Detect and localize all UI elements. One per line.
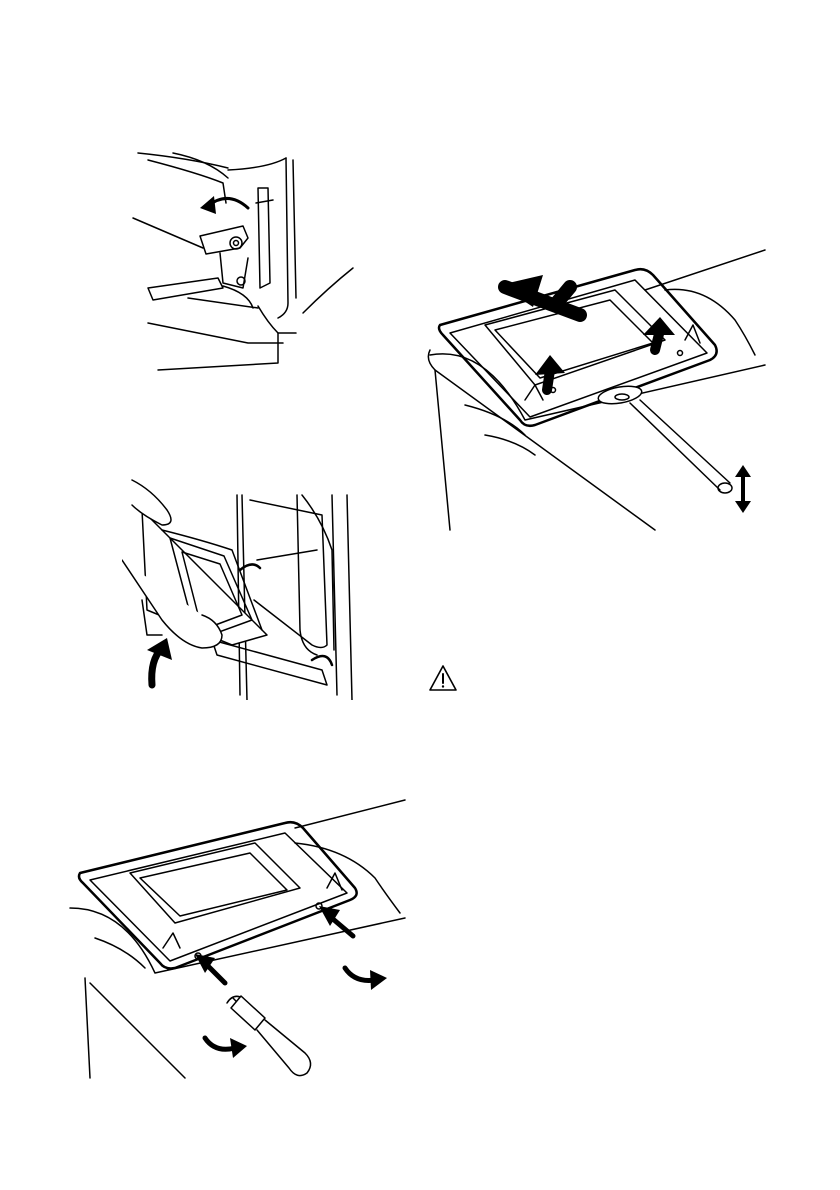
- screwdriver-illustration: [65, 798, 410, 1083]
- door-lift-illustration: [122, 470, 362, 700]
- warning-triangle-icon: [428, 664, 458, 692]
- hinge-illustration: [128, 148, 358, 373]
- glass-lift-illustration: [425, 245, 770, 535]
